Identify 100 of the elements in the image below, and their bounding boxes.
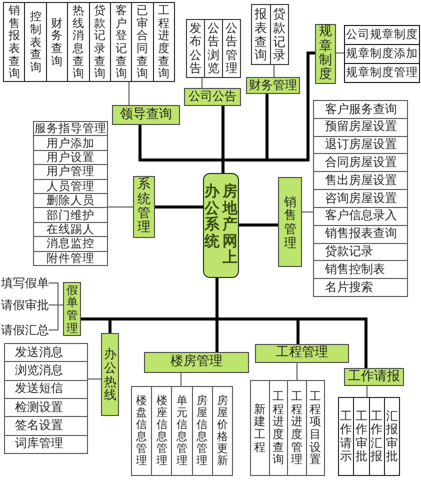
module-label: 领导查询	[120, 108, 172, 122]
module-label: 办公热线	[104, 347, 116, 402]
menu-item	[222, 20, 240, 77]
module-box	[112, 105, 180, 125]
menu-item-label: 工作请示	[340, 410, 352, 463]
menu-item-label: 楼盘信息管理	[136, 394, 148, 468]
menu-item	[314, 189, 407, 207]
connector-line	[336, 52, 344, 54]
menu-list-panel	[4, 343, 88, 454]
menu-item-label: 售出房屋设置	[325, 174, 397, 188]
menu-item-label: 已审合同查询	[136, 4, 148, 80]
connector-line	[180, 372, 182, 386]
module-label: 假单管理	[66, 284, 78, 334]
menu-item-label: 发送短信	[15, 382, 63, 396]
menu-item-label: 删除人员	[46, 194, 94, 208]
leave-option-label: 请假审批	[1, 298, 49, 312]
menu-item-label: 房屋价格更新	[216, 394, 228, 468]
menu-list-panel	[131, 386, 233, 476]
menu-item-label: 销售报表查询	[8, 4, 20, 80]
leave-option-label: 请假汇总	[1, 323, 49, 338]
menu-item	[34, 250, 107, 266]
menu-item-label: 工程进度查询	[272, 390, 284, 466]
menu-item-label: 工程项目设置	[310, 390, 321, 466]
menu-item-label: 退订房屋设置	[325, 138, 397, 152]
menu-list-panel	[344, 25, 420, 83]
menu-item-label: 控制表查询	[30, 10, 42, 74]
menu-item	[368, 398, 384, 475]
connector-line	[48, 304, 64, 330]
module-label: 公司公告	[188, 90, 236, 104]
menu-item	[34, 207, 107, 222]
menu-item	[34, 178, 107, 194]
menu-item-label: 词库管理	[15, 437, 63, 452]
menu-item-label: 附件管理	[46, 252, 94, 265]
module-label: 工程管理	[276, 346, 328, 361]
module-box	[315, 24, 336, 84]
menu-item-label: 服务指导管理	[34, 122, 106, 136]
menu-item-label: 贷款记录	[325, 245, 373, 259]
connector-line	[88, 378, 102, 380]
module-label: 系统管理	[138, 178, 150, 236]
menu-item-label: 消息监控	[46, 237, 94, 251]
menu-item-label: 公告管理	[226, 22, 238, 75]
module-box	[255, 344, 349, 363]
menu-item-label: 贷款记录	[273, 7, 286, 62]
menu-item	[314, 278, 407, 296]
menu-item-label: 浏览消息	[15, 364, 63, 378]
module-box	[133, 176, 155, 238]
menu-item	[34, 150, 107, 164]
module-label: 财务管理	[249, 78, 297, 92]
menu-item-label: 公告浏览	[208, 22, 220, 75]
module-box	[278, 177, 302, 267]
menu-item-label: 规章制度添加	[346, 47, 418, 61]
leave-option-label: 填写假单	[1, 276, 49, 290]
menu-item-label: 工程进度管理	[291, 390, 302, 466]
menu-item-label: 咨询房屋设置	[325, 192, 397, 206]
menu-item-label: 客户服务查询	[325, 102, 397, 116]
menu-item-label: 检测设置	[15, 400, 63, 415]
menu-item-label: 贷款记录查询	[94, 4, 106, 80]
menu-item	[270, 5, 288, 64]
menu-item-label: 用户管理	[46, 165, 94, 179]
menu-item-label: 报表查询	[254, 7, 267, 62]
menu-item-label: 预留房屋设置	[325, 120, 397, 134]
menu-item-label: 销售报表查询	[325, 227, 397, 241]
menu-item	[34, 236, 107, 251]
menu-item-label: 汇报审批	[386, 410, 398, 463]
menu-item	[384, 398, 399, 475]
menu-item	[306, 381, 324, 475]
menu-item-label: 工程进度查询	[158, 4, 170, 80]
system-root-box	[203, 173, 239, 278]
menu-item-label: 财务查询	[51, 16, 63, 68]
connector-line	[128, 82, 130, 106]
module-label: 销售管理	[284, 194, 296, 250]
menu-item	[34, 164, 107, 179]
menu-item-label: 热线消息查询	[72, 4, 84, 80]
module-box	[144, 352, 249, 373]
menu-item	[34, 222, 107, 236]
menu-item-label: 在线踢人	[46, 222, 94, 236]
module-label: 规章制度	[319, 25, 332, 83]
menu-item-label: 销售控制表	[325, 262, 385, 277]
module-label: 楼房管理	[170, 355, 222, 370]
menu-item	[287, 381, 306, 475]
menu-list-panel	[338, 397, 400, 476]
menu-item-label: 部门维护	[46, 208, 94, 222]
connector-line	[238, 224, 280, 226]
module-box	[63, 282, 81, 336]
menu-item-label: 房屋信息管理	[196, 394, 208, 468]
module-label: 工作请报	[348, 370, 400, 384]
menu-list-panel	[251, 4, 289, 65]
menu-item	[34, 135, 107, 150]
menu-item-label: 工作审批	[355, 410, 368, 463]
menu-item-label: 公司规章制度	[346, 28, 418, 42]
menu-item-label: 用户添加	[46, 136, 94, 150]
menu-item-label: 合同房屋设置	[325, 156, 397, 170]
menu-list-panel	[33, 121, 108, 266]
module-box	[344, 368, 404, 386]
module-box	[101, 333, 119, 416]
menu-list-panel	[186, 19, 241, 78]
menu-item-label: 工作汇报	[370, 410, 383, 463]
menu-item	[353, 398, 368, 475]
menu-item-label: 发布公告	[190, 22, 202, 75]
menu-item-label: 用户设置	[46, 150, 94, 164]
